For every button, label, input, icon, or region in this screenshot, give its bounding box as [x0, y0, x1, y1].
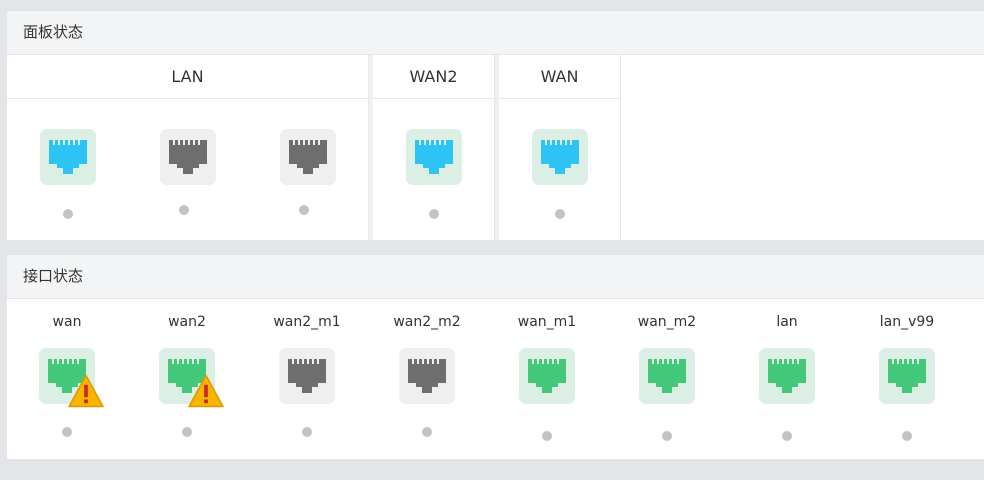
wan-port[interactable]: [532, 129, 588, 185]
lan-port-2[interactable]: [160, 129, 216, 185]
interface-port-wan2-m1[interactable]: [279, 348, 335, 404]
interface-port-wan2[interactable]: [159, 348, 224, 408]
ethernet-port-icon: [541, 140, 579, 174]
interface-name-wan2: wan2: [168, 314, 206, 330]
interface-name-lan: lan: [776, 314, 798, 330]
link-status-dot: [555, 209, 565, 219]
interface-name-wan2-m1: wan2_m1: [273, 314, 341, 330]
group-divider: [495, 55, 499, 240]
ethernet-port-icon: [648, 359, 686, 393]
port-group-title: WAN: [499, 55, 620, 99]
warning-icon: [68, 374, 104, 408]
link-status-dot: [63, 209, 73, 219]
link-status-dot: [422, 427, 432, 437]
interface-name-wan: wan: [52, 314, 82, 330]
port-group-title: WAN2: [373, 55, 494, 99]
link-status-dot: [182, 427, 192, 437]
link-status-dot: [782, 431, 792, 441]
link-status-dot: [179, 205, 189, 215]
interface-name-wan2-m2: wan2_m2: [393, 314, 461, 330]
link-status-dot: [542, 431, 552, 441]
lan-port-1[interactable]: [40, 129, 96, 185]
group-divider: [369, 55, 373, 240]
link-status-dot: [302, 427, 312, 437]
link-status-dot: [299, 205, 309, 215]
ethernet-port-icon: [289, 140, 327, 174]
interface-name-wan-m2: wan_m2: [637, 314, 697, 330]
interface-name-wan-m1: wan_m1: [517, 314, 577, 330]
link-status-dot: [429, 209, 439, 219]
ethernet-port-icon: [168, 359, 206, 393]
interface-port-lan[interactable]: [759, 348, 815, 404]
ethernet-port-icon: [169, 140, 207, 174]
ethernet-port-icon: [768, 359, 806, 393]
ethernet-port-icon: [48, 359, 86, 393]
interface-port-wan2-m2[interactable]: [399, 348, 455, 404]
interface-status-card: 接口状态: [7, 255, 984, 459]
ethernet-port-icon: [49, 140, 87, 174]
interface-status-title: 接口状态: [7, 255, 984, 299]
lan-port-3[interactable]: [280, 129, 336, 185]
link-status-dot: [662, 431, 672, 441]
link-status-dot: [62, 427, 72, 437]
port-group-title: LAN: [7, 55, 368, 99]
interface-port-wan[interactable]: [39, 348, 104, 408]
panel-status-title: 面板状态: [7, 11, 984, 55]
wan2-port[interactable]: [406, 129, 462, 185]
interface-port-lan-v99[interactable]: [879, 348, 935, 404]
ethernet-port-icon: [528, 359, 566, 393]
interface-name-lan-v99: lan_v99: [879, 314, 935, 330]
interface-port-wan-m2[interactable]: [639, 348, 695, 404]
link-status-dot: [902, 431, 912, 441]
ethernet-port-icon: [888, 359, 926, 393]
warning-icon: [188, 374, 224, 408]
interface-port-wan-m1[interactable]: [519, 348, 575, 404]
ethernet-port-icon: [288, 359, 326, 393]
panel-status-card: 面板状态 LAN WAN2 WAN: [7, 11, 984, 240]
ethernet-port-icon: [408, 359, 446, 393]
ethernet-port-icon: [415, 140, 453, 174]
